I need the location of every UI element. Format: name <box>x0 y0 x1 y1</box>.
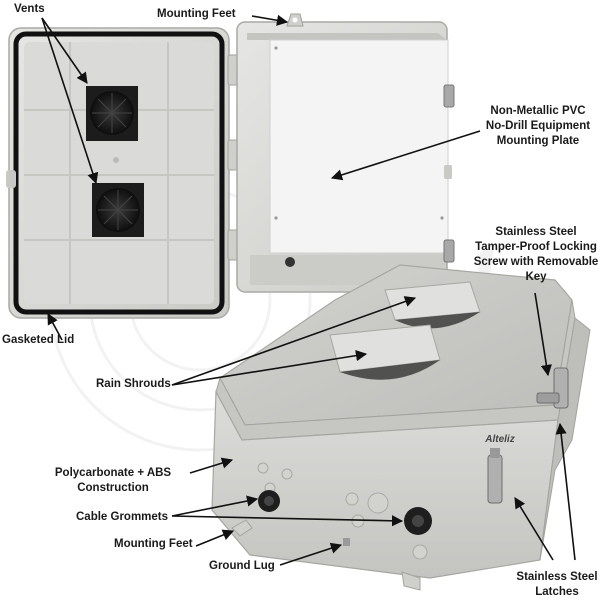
label-locking-screw-line-4: Key <box>525 271 547 283</box>
label-locking-screw-line-1: Stainless Steel <box>495 226 577 238</box>
closed-enclosure: Alteliz <box>211 264 591 591</box>
label-construction-line-2: Construction <box>77 482 149 494</box>
label-mounting-feet-top: Mounting Feet <box>157 8 236 20</box>
mounting-foot-bottom-left <box>231 519 253 537</box>
knockouts <box>257 462 428 560</box>
label-mounting-plate: Non-Metallic PVC No-Drill Equipment Moun… <box>476 104 600 149</box>
label-ground-lug: Ground Lug <box>209 560 275 572</box>
mounting-foot-bottom-right <box>401 571 421 591</box>
label-latches-line-1: Stainless Steel <box>516 571 598 583</box>
label-latches: Stainless Steel Latches <box>508 570 606 600</box>
open-box <box>236 13 455 293</box>
label-mounting-plate-line-3: Mounting Plate <box>496 135 580 147</box>
label-vents: Vents <box>14 3 45 15</box>
mounting-plate <box>269 39 449 254</box>
ground-lug <box>343 538 350 546</box>
label-mounting-feet-bottom: Mounting Feet <box>114 538 193 550</box>
vent-fan-top <box>86 86 138 141</box>
label-gasketed-lid: Gasketed Lid <box>2 334 75 346</box>
label-mounting-plate-line-2: No-Drill Equipment <box>485 120 591 132</box>
label-locking-screw-line-3: Screw with Removable <box>473 256 599 268</box>
label-rain-shrouds: Rain Shrouds <box>96 378 171 390</box>
label-locking-screw: Stainless Steel Tamper-Proof Locking Scr… <box>470 225 602 285</box>
label-locking-screw-line-2: Tamper-Proof Locking <box>475 241 597 253</box>
callout-arrows <box>41 14 576 566</box>
latch-lower <box>487 448 503 504</box>
latch-upper <box>536 367 569 409</box>
cable-grommet-right <box>404 507 432 535</box>
label-cable-grommets: Cable Grommets <box>76 511 169 523</box>
label-latches-line-2: Latches <box>535 586 579 598</box>
open-lid <box>6 27 230 319</box>
cable-grommet-left <box>258 490 280 512</box>
label-construction: Polycarbonate + ABS Construction <box>40 466 186 496</box>
vent-fan-bottom <box>92 183 144 237</box>
brand-logo: Alteliz <box>484 434 514 445</box>
label-construction-line-1: Polycarbonate + ABS <box>54 467 172 479</box>
rain-shroud-rear <box>384 281 481 329</box>
label-mounting-plate-line-1: Non-Metallic PVC <box>490 105 586 117</box>
